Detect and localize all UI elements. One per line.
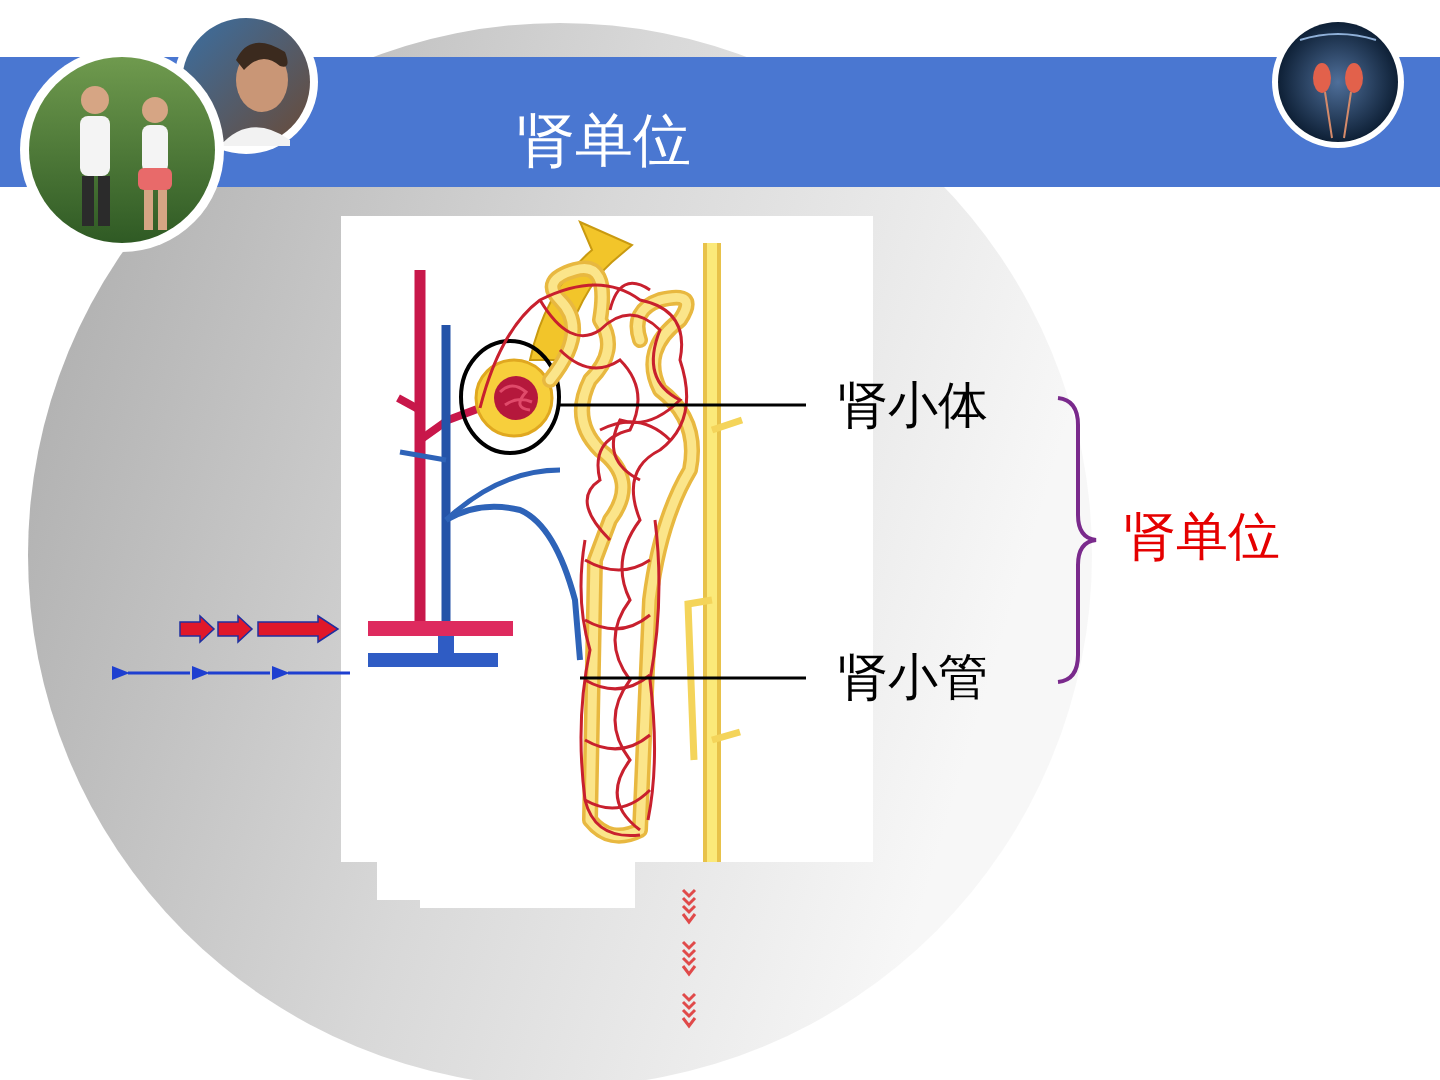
group-label: 肾单位 [1124,505,1280,567]
kidney-icon [1272,16,1404,148]
leader-line [560,404,806,407]
slide-title: 肾单位 [517,106,691,176]
venous-flow-arrows [128,672,350,675]
part-label: 肾小体 [838,375,988,435]
curly-bracket [1058,398,1096,682]
nephron-illustration [341,216,873,908]
arterial-flow-arrows [180,616,338,642]
part-label: 肾小管 [838,647,988,707]
leader-line [580,677,806,680]
photo-joggers [20,48,224,252]
urine-flow-arrows [683,890,695,1026]
